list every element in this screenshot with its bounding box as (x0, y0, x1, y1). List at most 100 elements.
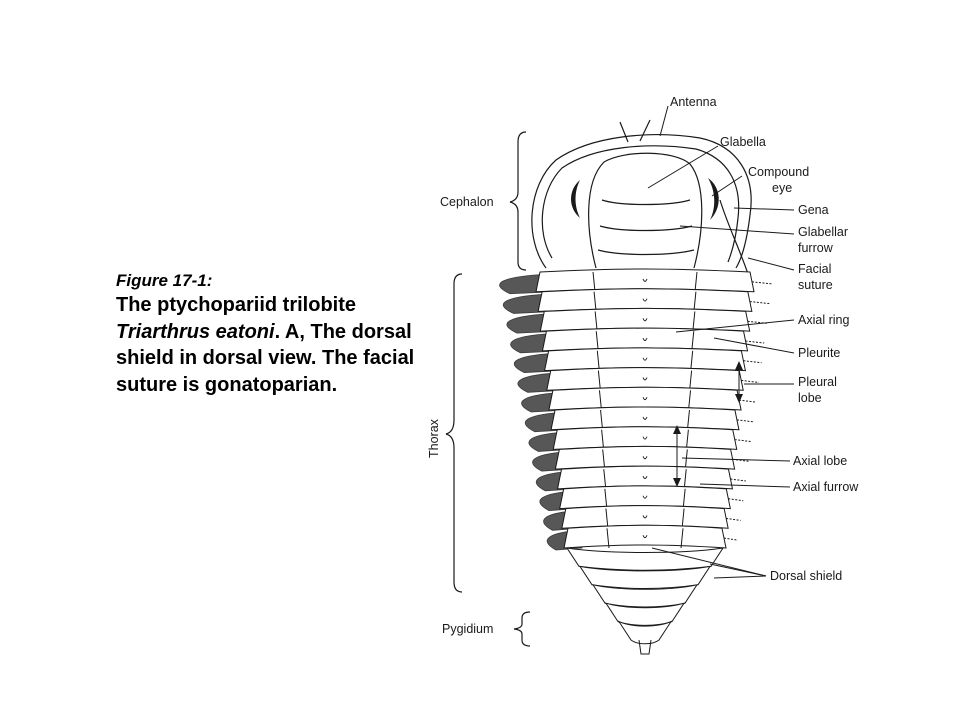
cephalon-inner-rim (541, 145, 740, 263)
axial-furrow-right (694, 271, 698, 292)
leader-lines (647, 105, 795, 579)
dorsal-shield-leader-1 (651, 547, 767, 577)
caption-text: The ptychopariid trilobite Triarthrus ea… (116, 292, 436, 398)
label-gena: Gena (798, 203, 829, 217)
figure-caption: Figure 17-1: The ptychopariid trilobite … (116, 270, 436, 398)
axial-furrow-left (598, 390, 602, 411)
compound-eye-left (571, 180, 580, 218)
pleural-spine (723, 537, 739, 541)
label-pleural-lobe-line1: Pleural (798, 375, 837, 389)
axial-furrow-left (593, 291, 597, 312)
axial-arrowhead-bottom (673, 478, 681, 487)
pleural-spine (728, 498, 744, 502)
brackets (445, 131, 531, 647)
label-glabellar-furrow-line1: Glabellar (798, 225, 848, 239)
glabella-leader (647, 145, 719, 189)
pygidial-ring (604, 602, 686, 626)
axial-furrow-right (689, 370, 693, 391)
axial-furrow-left (604, 488, 608, 509)
label-compound-eye-line1: Compound (748, 165, 809, 179)
pleural-spine (732, 458, 749, 462)
compound-eye-right (708, 178, 719, 220)
caption-line-2: . A, The dorsal shield in dorsal view. T… (116, 320, 415, 396)
axial-arrowhead-top (673, 425, 681, 434)
axial-furrow-leader (699, 483, 791, 488)
axial-node (642, 278, 648, 282)
pleural-spine (741, 379, 759, 383)
label-axial-furrow: Axial furrow (793, 480, 859, 494)
figure-number: Figure 17-1: (116, 271, 213, 290)
pleural-spine (743, 360, 762, 364)
label-pygidium: Pygidium (442, 622, 493, 636)
pleurite-leader (713, 337, 795, 354)
gena-leader (733, 207, 795, 211)
pleural-spine (734, 439, 752, 443)
label-pleural-lobe-line2: lobe (798, 391, 822, 405)
axial-node (642, 298, 648, 302)
antenna-left (619, 121, 629, 143)
pleural-arrowhead-bottom (735, 394, 743, 403)
axial-node (642, 436, 648, 440)
axial-node (642, 397, 648, 401)
cephalon-bracket (509, 131, 527, 271)
pygidium-rings (565, 547, 725, 655)
axial-furrow-right (681, 508, 685, 529)
axial-furrow-right (684, 449, 688, 470)
axial-node (642, 337, 648, 341)
axial-node (642, 416, 648, 420)
dorsal-shield-leader-3 (713, 575, 767, 579)
label-glabella: Glabella (720, 135, 766, 149)
axial-furrow-right (682, 488, 686, 509)
axial-furrow-right (690, 350, 694, 371)
label-axial-lobe: Axial lobe (793, 454, 847, 468)
label-compound-eye-line2: eye (772, 181, 792, 195)
axial-furrow-right (680, 528, 684, 549)
axial-node (642, 495, 648, 499)
label-thorax: Thorax (427, 418, 441, 458)
axial-furrow-right (685, 429, 689, 450)
axial-furrow-left (594, 311, 598, 332)
axial-lobe-leader (681, 457, 791, 462)
specimen-outline (531, 119, 752, 275)
label-antenna: Antenna (670, 95, 717, 109)
species-name: Triarthrus eatoni (116, 320, 275, 343)
pleural-spine (739, 399, 757, 403)
antenna-leader (659, 105, 669, 137)
label-pleurite: Pleurite (798, 346, 840, 360)
axial-furrow-right (692, 311, 696, 332)
label-axial-ring: Axial ring (798, 313, 849, 327)
label-facial-suture-line1: Facial (798, 262, 831, 276)
axial-furrow-right (688, 390, 692, 411)
axial-node (642, 318, 648, 322)
axial-furrow-left (606, 528, 610, 549)
caption-line-1: The ptychopariid trilobite (116, 294, 357, 316)
thorax-bracket (445, 273, 463, 593)
axial-furrow-left (595, 331, 599, 351)
thoracic-segment (563, 524, 727, 549)
glabellar-furrow-3 (597, 249, 695, 256)
facial-suture-line (719, 199, 749, 275)
label-dorsal-shield: Dorsal shield (770, 569, 842, 583)
axial-furrow-left (600, 409, 604, 430)
facial-suture-leader (747, 257, 795, 271)
axial-node (642, 357, 648, 361)
glabellar-furrow-leader (679, 225, 795, 235)
axial-node (642, 515, 648, 519)
pygidial-ring (565, 547, 725, 571)
pygidial-ring (617, 620, 673, 645)
antenna-right (639, 119, 651, 142)
axial-furrow-right (683, 469, 687, 489)
axial-node (642, 475, 648, 479)
pygidial-ring (578, 565, 712, 590)
axial-furrow-right (693, 291, 697, 312)
axial-furrow-left (605, 508, 609, 529)
axial-node (642, 535, 648, 539)
label-facial-suture-line2: suture (798, 278, 833, 292)
axial-furrow-left (602, 449, 606, 470)
axial-furrow-left (597, 370, 601, 391)
pleural-spine (736, 419, 754, 423)
pleural-spine (730, 478, 746, 482)
dorsal-shield-leader-2 (709, 563, 767, 577)
